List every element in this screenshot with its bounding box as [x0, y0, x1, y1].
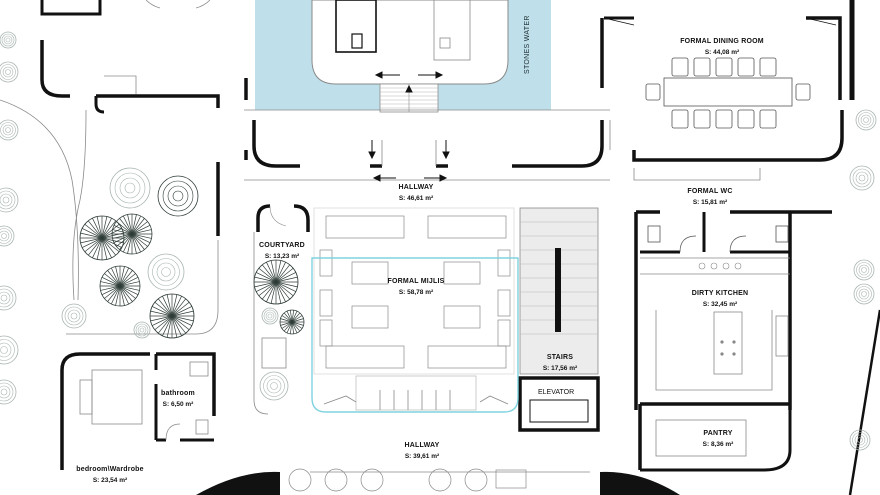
room-name: FORMAL DINING ROOM	[680, 38, 764, 45]
tree-symbol	[853, 283, 875, 305]
room-name: DIRTY KITCHEN	[691, 290, 749, 297]
room-bathroom: bathroom S: 6,50 m²	[161, 388, 195, 410]
tree-symbol	[157, 175, 199, 217]
room-hallway-bottom: HALLWAY S: 39,61 m²	[405, 440, 440, 462]
tree-symbol	[279, 309, 305, 335]
room-dirty-kitchen: DIRTY KITCHEN S: 32,45 m²	[692, 288, 749, 310]
room-formal-dining: FORMAL DINING ROOM S: 44,08 m²	[680, 36, 764, 58]
tree-symbol	[853, 259, 875, 281]
stones-water-pool	[255, 0, 551, 113]
top-core-fixtures	[335, 0, 471, 61]
tree-symbol	[259, 371, 289, 401]
room-pantry: PANTRY S: 8,36 m²	[703, 428, 734, 450]
room-courtyard: COURTYARD S: 13,23 m²	[259, 240, 305, 262]
room-area: S: 17,56 m²	[542, 365, 578, 372]
tree-symbol	[0, 379, 17, 405]
tree-symbol	[849, 429, 871, 451]
room-area: S: 13,23 m²	[264, 253, 300, 260]
hallway-top-walls	[252, 120, 604, 168]
hallway-top-thin	[244, 109, 610, 181]
tree-symbol	[133, 321, 151, 339]
tree-symbol	[149, 293, 195, 339]
tree-symbol	[849, 165, 875, 191]
room-name: COURTYARD	[259, 242, 305, 249]
bottom-entrance	[196, 468, 680, 495]
room-name: HALLWAY	[398, 184, 434, 191]
pantry	[638, 402, 792, 472]
dining-table	[645, 57, 811, 129]
tree-symbol	[61, 303, 87, 329]
right-edge	[609, 0, 880, 495]
landscape-trees	[0, 31, 877, 451]
left-wing-walls	[40, 0, 248, 236]
formal-mijlis-furniture	[313, 207, 515, 411]
formal-wc	[633, 168, 832, 410]
room-elevator: ELEVATOR	[538, 389, 575, 396]
left-curved-walls	[0, 99, 219, 335]
dirty-kitchen	[640, 257, 792, 410]
room-bedroom-wardrobe: bedroom\Wardrobe S: 23,54 m²	[76, 464, 144, 486]
tree-symbol	[147, 253, 185, 291]
tree-symbol	[261, 307, 279, 325]
room-name: FORMAL MIJLIS	[387, 278, 445, 285]
room-area: S: 44,08 m²	[704, 49, 740, 56]
tree-symbol	[0, 61, 19, 83]
tree-symbol	[111, 213, 153, 255]
elevator	[518, 376, 600, 432]
stairs	[519, 207, 599, 375]
room-area: S: 46,61 m²	[398, 195, 434, 202]
tree-symbol	[253, 259, 299, 305]
hallway-arrows	[368, 71, 450, 182]
tree-symbol	[0, 285, 17, 311]
mijlis-zigzag	[323, 390, 509, 410]
room-stairs: STAIRS S: 17,56 m²	[543, 352, 577, 374]
tree-symbol	[0, 119, 19, 141]
room-area: S: 39,61 m²	[404, 453, 440, 460]
tree-symbol	[0, 335, 19, 365]
room-name: FORMAL WC	[687, 188, 733, 195]
room-formal-mijlis: FORMAL MIJLIS S: 58,78 m²	[388, 276, 445, 298]
room-area: S: 15,81 m²	[692, 199, 728, 206]
room-name: bedroom\Wardrobe	[76, 466, 144, 473]
room-area: S: 6,50 m²	[162, 401, 194, 408]
tree-symbol	[99, 265, 141, 307]
room-hallway-top: HALLWAY S: 46,61 m²	[399, 182, 434, 204]
mijlis-highlight	[311, 257, 519, 413]
tree-symbol	[0, 187, 19, 213]
bedroom-bathroom-walls	[60, 352, 216, 470]
tree-symbol	[0, 31, 17, 49]
room-area: S: 58,78 m²	[398, 289, 434, 296]
room-name: bathroom	[161, 390, 195, 397]
room-name: HALLWAY	[404, 442, 440, 449]
room-name: PANTRY	[703, 430, 733, 437]
room-formal-wc: FORMAL WC S: 15,81 m²	[687, 186, 732, 208]
formal-dining-walls	[600, 16, 844, 162]
courtyard-walls	[253, 204, 310, 415]
room-area: S: 8,36 m²	[702, 441, 734, 448]
tree-symbol	[0, 225, 15, 247]
room-area: S: 32,45 m²	[702, 301, 738, 308]
stones-water-label: STONES WATER	[524, 15, 531, 74]
tree-symbol	[855, 109, 877, 131]
room-area: S: 23,54 m²	[92, 477, 128, 484]
tree-symbol	[109, 167, 151, 209]
room-name: STAIRS	[546, 354, 574, 361]
